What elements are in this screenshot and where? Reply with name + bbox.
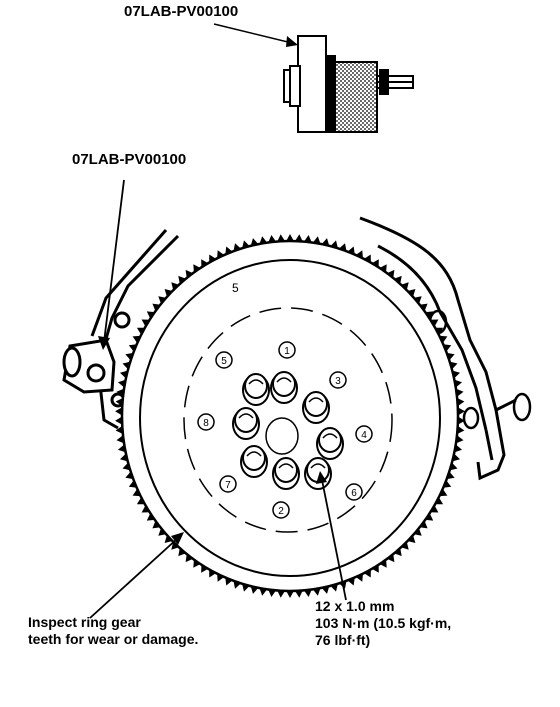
arrow-head-icon [316,471,327,484]
torque-spec-value: 103 N·m (10.5 kgf·m, [315,615,452,631]
crankshaft-bolts [232,371,344,490]
sequence-number: 7 [225,480,231,491]
sequence-number: 4 [361,430,367,441]
sequence-number: 8 [203,418,209,429]
sequence-number: 3 [335,376,341,387]
tool-label-top: 07LAB-PV00100 [124,3,239,20]
sequence-marker-1: 1 [278,341,296,359]
torque-spec-size: 12 x 1.0 mm [315,598,395,614]
flywheel-face-ring [139,259,441,577]
sequence-marker-8: 8 [197,413,215,431]
center-bore [265,417,299,455]
leader-line-top-tool [213,23,297,45]
arrow-head-icon [286,36,298,47]
crank-bolt [270,371,298,404]
flywheel-inner-ring [183,307,393,533]
sequence-marker-5: 5 [215,351,233,369]
torque-spec-note: 12 x 1.0 mm 103 N·m (10.5 kgf·m, 76 lbf·… [315,598,451,649]
inspect-note-line-2: teeth for wear or damage. [28,631,199,647]
sequence-marker-7: 7 [219,475,237,493]
crank-bolt [232,407,260,440]
tool-label-main: 07LAB-PV00100 [72,151,187,168]
torque-spec-imperial: 76 lbf·ft) [315,632,371,648]
crank-bolt [304,457,332,490]
sequence-number: 5 [221,356,227,367]
tool-bracket [62,229,180,430]
leader-line-inspect [89,537,179,619]
sequence-number: 6 [351,488,357,499]
leader-line-main-tool [103,179,125,343]
crank-bolt [302,391,330,424]
inspect-note-line-1: Inspect ring gear [28,614,141,630]
crank-bolt [240,445,268,478]
crank-bolt [316,427,344,460]
flywheel: 5 1 2 3 4 5 6 7 8 [115,234,465,598]
sequence-marker-2: 2 [272,501,290,519]
sequence-number: 2 [278,506,284,517]
sequence-marker-6: 6 [345,483,363,501]
inspect-ring-gear-note: Inspect ring gear teeth for wear or dama… [28,614,198,648]
sequence-marker-3: 3 [329,371,347,389]
arrow-head-icon [98,336,110,350]
tool-detail-inset [283,35,414,133]
bolt-sequence-markers: 1 2 3 4 5 6 7 8 [197,341,373,519]
arrow-head-icon [171,532,184,545]
sequence-marker-4: 4 [355,425,373,443]
crank-bolt [242,373,270,406]
sequence-number: 1 [284,346,290,357]
ring-gear-outer-edge [120,239,460,593]
flywheel-mark: 5 [232,281,239,295]
crank-bolt [272,457,300,490]
leader-line-torque [321,479,347,601]
